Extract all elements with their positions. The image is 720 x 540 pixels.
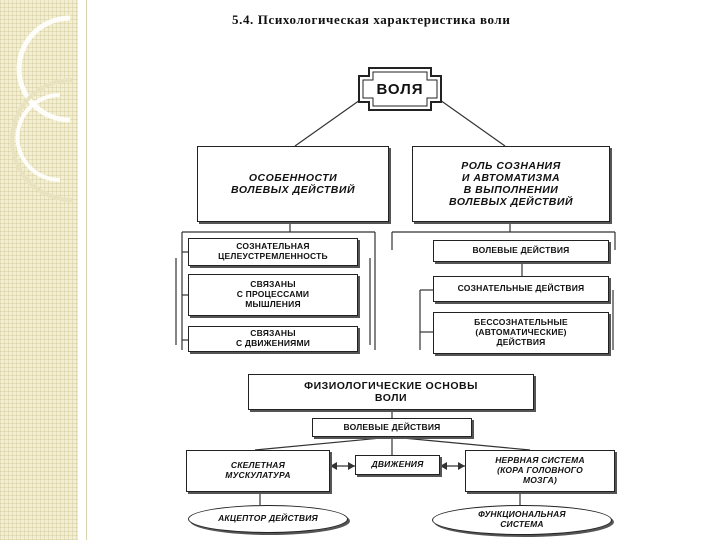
physio-movements: ДВИЖЕНИЯ [355, 455, 440, 475]
left-item-movements: СВЯЗАНЫ С ДВИЖЕНИЯМИ [188, 326, 358, 352]
item-line: С ДВИЖЕНИЯМИ [235, 338, 311, 348]
left-item-purposefulness: СОЗНАТЕЛЬНАЯ ЦЕЛЕУСТРЕМЛЕННОСТЬ [188, 238, 358, 266]
physio-skeletal-muscles: СКЕЛЕТНАЯ МУСКУЛАТУРА [186, 450, 330, 492]
physio-volitional-actions: ВОЛЕВЫЕ ДЕЙСТВИЯ [312, 418, 472, 437]
item-line: АКЦЕПТОР ДЕЙСТВИЯ [218, 513, 318, 524]
item-line: ДЕЙСТВИЯ [496, 336, 546, 347]
right-header-line: ВОЛЕВЫХ ДЕЙСТВИЙ [449, 196, 573, 209]
decorative-vertical-line [86, 0, 87, 540]
item-line: ДВИЖЕНИЯ [371, 459, 424, 470]
item-line: СИСТЕМА [500, 519, 544, 529]
item-line: СВЯЗАНЫ [250, 328, 296, 339]
left-header-box: ОСОБЕННОСТИ ВОЛЕВЫХ ДЕЙСТВИЙ [197, 146, 389, 222]
physio-nervous-system: НЕРВНАЯ СИСТЕМА (КОРА ГОЛОВНОГО МОЗГА) [465, 450, 615, 492]
right-item-conscious-actions: СОЗНАТЕЛЬНЫЕ ДЕЙСТВИЯ [433, 276, 609, 302]
root-node-volya: ВОЛЯ [357, 66, 443, 112]
item-line: ЦЕЛЕУСТРЕМЛЕННОСТЬ [218, 251, 328, 261]
item-line: НЕРВНАЯ СИСТЕМА [495, 455, 585, 466]
item-line: СВЯЗАНЫ [250, 279, 296, 290]
item-line: МОЗГА) [522, 474, 558, 485]
right-item-unconscious-actions: БЕССОЗНАТЕЛЬНЫЕ (АВТОМАТИЧЕСКИЕ) ДЕЙСТВИ… [433, 312, 609, 354]
physio-header-line: ФИЗИОЛОГИЧЕСКИЕ ОСНОВЫ [304, 379, 478, 392]
item-line: (АВТОМАТИЧЕСКИЕ) [475, 327, 567, 338]
item-line: С ПРОЦЕССАМИ [236, 289, 310, 300]
right-item-volitional-actions: ВОЛЕВЫЕ ДЕЙСТВИЯ [433, 240, 609, 262]
physio-functional-system: ФУНКЦИОНАЛЬНАЯ СИСТЕМА [432, 505, 612, 535]
left-header-line: ОСОБЕННОСТИ [248, 171, 338, 184]
item-line: МУСКУЛАТУРА [225, 470, 291, 480]
right-header-box: РОЛЬ СОЗНАНИЯ И АВТОМАТИЗМА В ВЫПОЛНЕНИИ… [412, 146, 610, 222]
item-line: СОЗНАТЕЛЬНЫЕ ДЕЙСТВИЯ [457, 283, 585, 294]
left-header-line: ВОЛЕВЫХ ДЕЙСТВИЙ [231, 184, 355, 196]
physio-action-acceptor: АКЦЕПТОР ДЕЙСТВИЯ [188, 505, 348, 533]
item-line: ВОЛЕВЫЕ ДЕЙСТВИЯ [343, 421, 441, 432]
item-line: БЕССОЗНАТЕЛЬНЫЕ [474, 317, 568, 328]
item-line: СКЕЛЕТНАЯ [230, 460, 286, 471]
item-line: ФУНКЦИОНАЛЬНАЯ [478, 509, 566, 520]
right-header-line: РОЛЬ СОЗНАНИЯ [461, 159, 561, 172]
item-line: СОЗНАТЕЛЬНАЯ [236, 241, 310, 252]
decorative-circles-icon [10, 15, 73, 202]
physio-header-line: ВОЛИ [374, 392, 408, 404]
left-item-thinking: СВЯЗАНЫ С ПРОЦЕССАМИ МЫШЛЕНИЯ [188, 274, 358, 316]
physio-header-box: ФИЗИОЛОГИЧЕСКИЕ ОСНОВЫ ВОЛИ [248, 374, 534, 410]
item-line: МЫШЛЕНИЯ [245, 298, 301, 309]
item-line: (КОРА ГОЛОВНОГО [497, 465, 583, 476]
right-header-line: И АВТОМАТИЗМА [461, 171, 561, 184]
diagram-title: 5.4. Психологическая характеристика воли [232, 12, 511, 27]
cross-frame-icon [358, 67, 442, 111]
right-header-line: В ВЫПОЛНЕНИИ [463, 184, 559, 196]
item-line: ВОЛЕВЫЕ ДЕЙСТВИЯ [472, 245, 570, 256]
root-label: ВОЛЯ [376, 80, 424, 98]
